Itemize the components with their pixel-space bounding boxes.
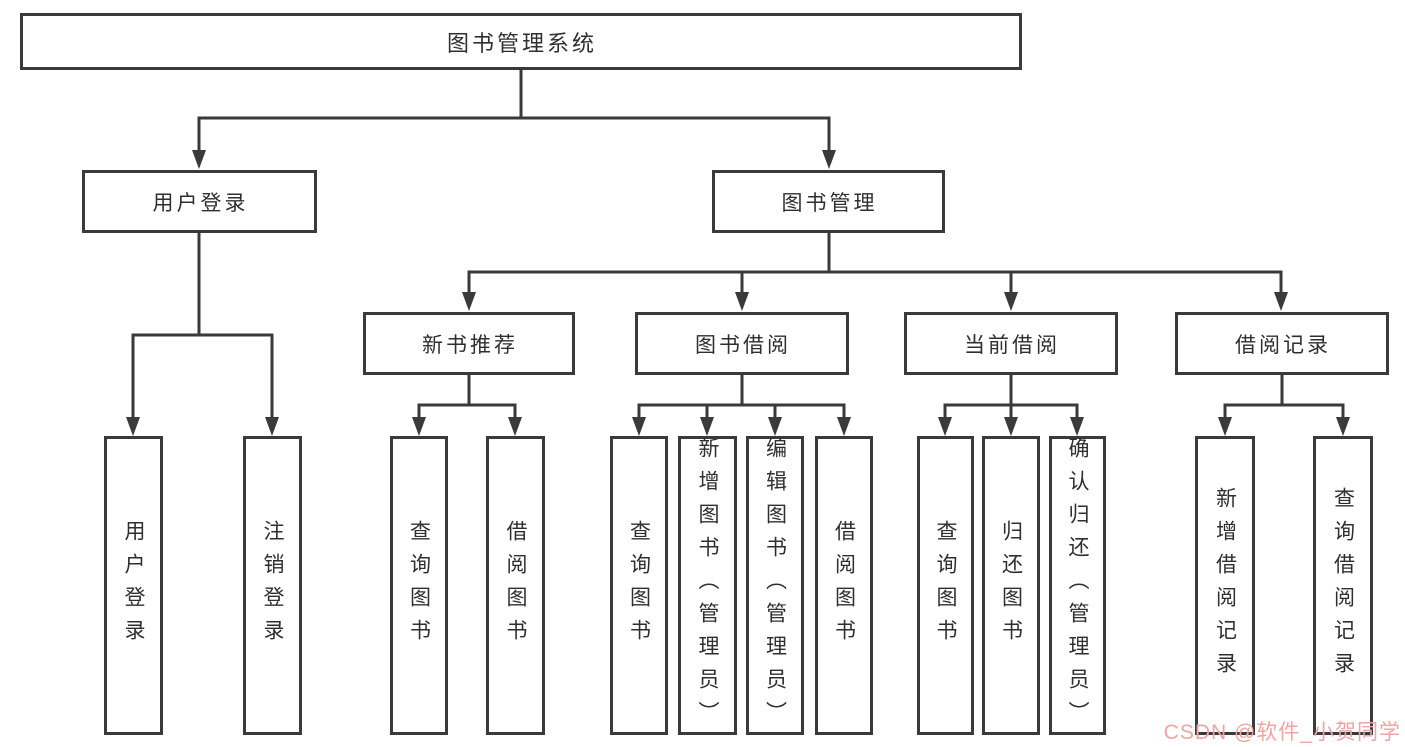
leaf-query-books-borrowing: 查询图书 bbox=[610, 436, 668, 735]
node-label: 新增借阅记录 bbox=[1213, 486, 1237, 685]
node-label: 借阅图书 bbox=[504, 519, 527, 652]
leaf-return-book: 归还图书 bbox=[982, 436, 1040, 735]
node-label: 查询借阅记录 bbox=[1331, 486, 1355, 685]
node-label: 图书借阅 bbox=[695, 333, 791, 357]
node-label: 当前借阅 bbox=[964, 333, 1060, 357]
node-user-login: 用户登录 bbox=[82, 170, 317, 233]
leaf-user-login: 用户登录 bbox=[104, 436, 163, 735]
node-book-borrowing: 图书借阅 bbox=[635, 312, 849, 375]
leaf-add-book-admin: 新增图书（管理员） bbox=[678, 436, 737, 735]
leaf-borrow-books-borrowing: 借阅图书 bbox=[815, 436, 873, 735]
node-borrowing-records: 借阅记录 bbox=[1175, 312, 1389, 375]
node-label: 确认归还（管理员） bbox=[1066, 437, 1089, 734]
node-current-borrowing: 当前借阅 bbox=[904, 312, 1118, 375]
node-label: 编辑图书（管理员） bbox=[763, 437, 787, 734]
leaf-query-borrow-record: 查询借阅记录 bbox=[1313, 436, 1373, 735]
arrowheads bbox=[126, 150, 1350, 436]
leaf-query-books-current: 查询图书 bbox=[917, 436, 974, 735]
node-label: 图书管理系统 bbox=[446, 30, 597, 56]
node-new-book-recommend: 新书推荐 bbox=[363, 312, 575, 375]
node-label: 用户登录 bbox=[152, 191, 249, 215]
csdn-watermark: CSDN @软件_小贺同学 bbox=[1163, 721, 1401, 744]
node-label: 查询图书 bbox=[627, 519, 651, 652]
leaf-borrow-books-recommend: 借阅图书 bbox=[486, 436, 545, 735]
connector-stems bbox=[131, 70, 1345, 419]
node-label: 用户登录 bbox=[122, 519, 145, 652]
node-label: 注销登录 bbox=[261, 519, 284, 652]
node-label: 查询图书 bbox=[934, 519, 957, 652]
node-label: 新增图书（管理员） bbox=[696, 437, 719, 734]
node-label: 图书管理 bbox=[781, 191, 878, 215]
node-system-root: 图书管理系统 bbox=[20, 13, 1022, 70]
leaf-query-books-recommend: 查询图书 bbox=[390, 436, 448, 735]
node-label: 归还图书 bbox=[999, 519, 1023, 652]
node-label: 借阅图书 bbox=[832, 519, 856, 652]
node-label: 借阅记录 bbox=[1235, 333, 1331, 357]
leaf-edit-book-admin: 编辑图书（管理员） bbox=[746, 436, 804, 735]
node-book-management: 图书管理 bbox=[712, 170, 945, 233]
leaf-add-borrow-record: 新增借阅记录 bbox=[1195, 436, 1255, 735]
leaf-logout: 注销登录 bbox=[243, 436, 302, 735]
leaf-confirm-return-admin: 确认归还（管理员） bbox=[1049, 436, 1106, 735]
node-label: 查询图书 bbox=[407, 519, 431, 652]
node-label: 新书推荐 bbox=[422, 333, 518, 357]
